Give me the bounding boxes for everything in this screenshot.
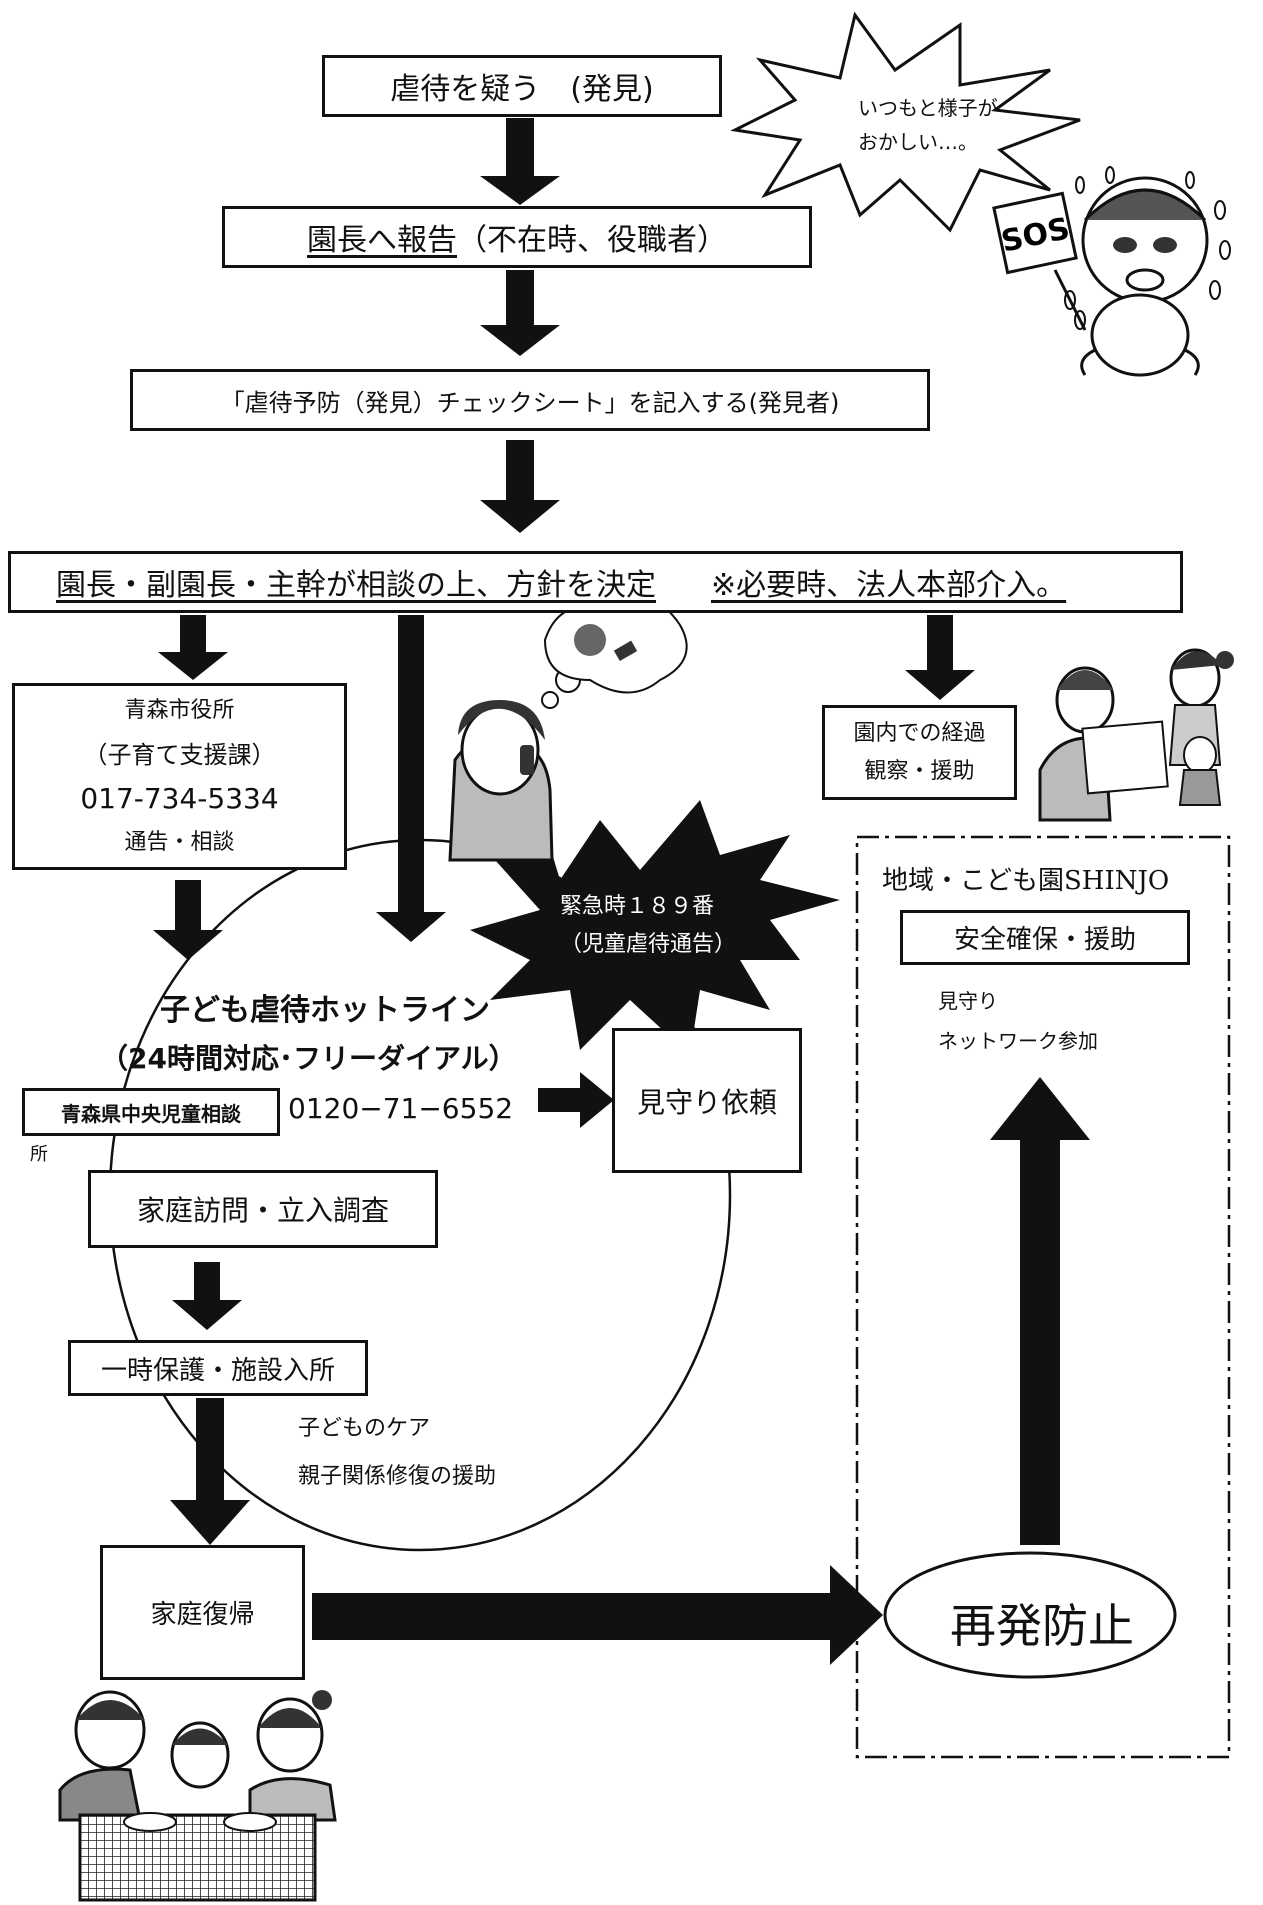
crying-child-icon: SOS	[992, 166, 1231, 377]
flow-arrow	[480, 118, 560, 533]
flow-arrow-prevent-to-community	[990, 1077, 1090, 1545]
community-title: 地域・こども園SHINJO	[882, 866, 1170, 896]
emergency-starburst	[470, 800, 840, 1055]
city-office-action: 通告・相談	[124, 829, 235, 855]
flow-arrow-to-in-center	[905, 615, 975, 700]
emergency-line2: （児童虐待通告）	[560, 932, 737, 957]
community-safety-text: 安全確保・援助	[953, 925, 1136, 955]
step-report-underlined: 園長へ報告	[307, 223, 457, 258]
protection-box: 一時保護・施設入所	[68, 1340, 368, 1396]
city-office-phone: 017-734-5334	[80, 781, 279, 815]
bubble-text-line1: いつもと様子が	[858, 96, 998, 120]
care-line2: 親子関係修復の援助	[298, 1464, 497, 1489]
return-home-text: 家庭復帰	[150, 1600, 255, 1630]
prevent-ellipse	[883, 1551, 1177, 1679]
watch-request-box: 見守り依頼	[612, 1028, 802, 1173]
emergency-line1: 緊急時１８９番	[560, 894, 715, 919]
city-office-box: 青森市役所 （子育て支援課） 017-734-5334 通告・相談	[12, 683, 347, 870]
protection-text: 一時保護・施設入所	[100, 1355, 335, 1386]
flow-arrow-visit-to-protection	[172, 1262, 242, 1330]
city-office-name: 青森市役所	[124, 697, 235, 723]
step-report-rest: （不在時、役職者）	[457, 223, 727, 258]
teacher-with-children-icon	[1038, 648, 1234, 822]
flow-arrow-to-watch	[538, 1072, 614, 1128]
city-office-dept: （子育て支援課）	[83, 740, 276, 769]
step-report-box: 園長へ報告 （不在時、役職者）	[222, 206, 812, 268]
return-home-box: 家庭復帰	[100, 1545, 305, 1680]
flow-arrow-return-to-prevent	[312, 1565, 883, 1665]
step-checksheet-box: 「虐待予防（発見）チェックシート」を記入する(発見者)	[130, 369, 930, 431]
bubble-text-line2: おかしい…。	[858, 130, 978, 154]
in-center-line2: 観察・援助	[864, 758, 975, 784]
in-center-line1: 園内での経過	[853, 720, 986, 746]
hotline-center-label: 青森県中央児童相談	[61, 1101, 241, 1126]
hotline-center-label-tail: 所	[30, 1144, 48, 1165]
family-at-table-icon	[58, 1690, 337, 1902]
community-safety-box: 安全確保・援助	[900, 910, 1190, 965]
speech-starburst	[730, 11, 1081, 233]
woman-on-phone-icon	[448, 597, 688, 862]
flow-arrow-to-city	[158, 615, 228, 680]
step-discover-text: 虐待を疑う (発見)	[390, 72, 654, 107]
hotline-phone: 0120−71−6552	[288, 1092, 514, 1125]
hotline-center-label-box: 青森県中央児童相談	[22, 1088, 280, 1136]
step-decide-box: 園長・副園長・主幹が相談の上、方針を決定 ※必要時、法人本部介入。	[8, 551, 1183, 613]
hotline-sub: （24時間対応･フリーダイアル）	[100, 1042, 517, 1075]
step-decide-text: 園長・副園長・主幹が相談の上、方針を決定	[56, 568, 656, 603]
home-visit-text: 家庭訪問・立入調査	[136, 1194, 389, 1227]
community-line2: ネットワーク参加	[938, 1029, 1098, 1053]
care-line1: 子どものケア	[298, 1416, 431, 1441]
prevent-text: 再発防止	[950, 1599, 1134, 1653]
flow-arrow-city-to-hotline	[153, 880, 223, 960]
step-discover-box: 虐待を疑う (発見)	[322, 55, 722, 117]
step-checksheet-text: 「虐待予防（発見）チェックシート」を記入する(発見者)	[220, 388, 840, 417]
flow-arrow-to-hotline	[376, 615, 446, 942]
home-visit-box: 家庭訪問・立入調査	[88, 1170, 438, 1248]
flow-arrow-protection-to-return	[170, 1398, 250, 1545]
in-center-box: 園内での経過 観察・援助	[822, 705, 1017, 800]
hotline-title: 子ども虐待ホットライン	[160, 993, 490, 1028]
community-line1: 見守り	[938, 989, 998, 1013]
watch-request-text: 見守り依頼	[636, 1085, 777, 1119]
step-decide-note: ※必要時、法人本部介入。	[711, 568, 1067, 603]
